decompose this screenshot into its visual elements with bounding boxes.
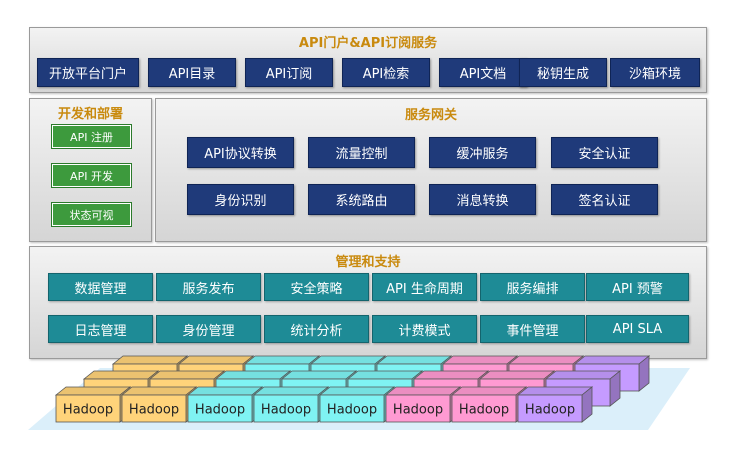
security-auth-button[interactable]: 安全认证 [551, 137, 658, 168]
message-convert-button[interactable]: 消息转换 [429, 184, 536, 215]
hadoop-node: Hadoop [120, 386, 198, 423]
signature-auth-button[interactable]: 签名认证 [551, 184, 658, 215]
hadoop-node-top [544, 370, 622, 380]
hadoop-node-label: Hadoop [327, 403, 377, 418]
sandbox-button[interactable]: 沙箱环境 [610, 58, 700, 87]
hadoop-node-front [385, 394, 451, 423]
hadoop-node: Hadoop [384, 386, 462, 423]
hadoop-node: Hadoop [516, 386, 594, 423]
hadoop-rows: Hadoop Hadoop Hadoop Hadoop Hadoop Hadoop Hado… [54, 355, 651, 423]
service-orchestration-button[interactable]: 服务编排 [480, 273, 585, 301]
service-publish-button[interactable]: 服务发布 [156, 273, 261, 301]
management-title: 管理和支持 [335, 255, 401, 270]
hadoop-node-top [252, 386, 330, 396]
api-docs-button[interactable]: API文档 [439, 58, 527, 87]
log-management-button[interactable]: 日志管理 [48, 315, 153, 343]
hadoop-node-label: Hadoop [129, 403, 179, 418]
protocol-convert-button[interactable]: API协议转换 [187, 137, 294, 168]
api-portal-title: API门户&API订阅服务 [298, 36, 438, 51]
hadoop-node-label: Hadoop [459, 403, 509, 418]
api-subscribe-button[interactable]: API订阅 [245, 58, 333, 87]
identity-management-button[interactable]: 身份管理 [156, 315, 261, 343]
traffic-control-button[interactable]: 流量控制 [308, 137, 415, 168]
hadoop-node-top [478, 370, 556, 380]
hadoop-node-top [318, 386, 396, 396]
hadoop-node-top [346, 370, 424, 380]
hadoop-node: Hadoop [252, 386, 330, 423]
portal-button[interactable]: 开放平台门户 [37, 58, 139, 87]
hadoop-node-top [214, 370, 292, 380]
hadoop-node-front [517, 394, 583, 423]
hadoop-node-front [319, 394, 385, 423]
statistics-analysis-button[interactable]: 统计分析 [264, 315, 369, 343]
hadoop-node-top [120, 386, 198, 396]
api-alert-button[interactable]: API 预警 [586, 273, 689, 301]
hadoop-node: Hadoop [186, 386, 264, 423]
gateway-title: 服务网关 [404, 108, 457, 123]
hadoop-node-top [82, 370, 160, 380]
hadoop-node-front [55, 394, 121, 423]
security-policy-button[interactable]: 安全策略 [264, 273, 369, 301]
key-generate-button[interactable]: 秘钥生成 [519, 58, 607, 87]
hadoop-node-top [111, 355, 189, 365]
hadoop-node: Hadoop [450, 386, 528, 423]
data-management-button[interactable]: 数据管理 [48, 273, 153, 301]
hadoop-node-top [54, 386, 132, 396]
hadoop-node: Hadoop [318, 386, 396, 423]
hadoop-node-top [507, 355, 585, 365]
hadoop-node-front [121, 394, 187, 423]
identity-recognition-button[interactable]: 身份识别 [187, 184, 294, 215]
event-management-button[interactable]: 事件管理 [480, 315, 585, 343]
hadoop-node-top [384, 386, 462, 396]
hadoop-node-top [309, 355, 387, 365]
api-register-button[interactable]: API 注册 [51, 124, 132, 149]
hadoop-node-front [187, 394, 253, 423]
api-portal-panel: API门户&API订阅服务 开放平台门户 API目录 API订阅 API检索 A… [29, 27, 707, 93]
billing-mode-button[interactable]: 计费模式 [372, 315, 477, 343]
api-develop-button[interactable]: API 开发 [51, 163, 132, 188]
dev-deploy-title: 开发和部署 [57, 107, 123, 122]
management-panel: 管理和支持 数据管理 服务发布 安全策略 API 生命周期 服务编排 API 预… [29, 246, 707, 359]
system-routing-button[interactable]: 系统路由 [308, 184, 415, 215]
api-catalog-button[interactable]: API目录 [148, 58, 236, 87]
hadoop-node-top [450, 386, 528, 396]
hadoop-node-top [375, 355, 453, 365]
hadoop-node-label: Hadoop [261, 403, 311, 418]
hadoop-node-top [177, 355, 255, 365]
api-lifecycle-button[interactable]: API 生命周期 [372, 273, 477, 301]
hadoop-node-top [441, 355, 519, 365]
hadoop-node-top [148, 370, 226, 380]
hadoop-node: Hadoop [54, 386, 132, 423]
hadoop-node-label: Hadoop [63, 403, 113, 418]
hadoop-node-label: Hadoop [195, 403, 245, 418]
api-sla-button[interactable]: API SLA [586, 315, 689, 343]
hadoop-node-label: Hadoop [393, 403, 443, 418]
buffer-service-button[interactable]: 缓冲服务 [429, 137, 536, 168]
api-search-button[interactable]: API检索 [342, 58, 430, 87]
hadoop-node-front [451, 394, 517, 423]
hadoop-node-top [280, 370, 358, 380]
status-visual-button[interactable]: 状态可视 [51, 202, 132, 227]
hadoop-node-top [243, 355, 321, 365]
dev-deploy-panel: 开发和部署 API 注册 API 开发 状态可视 [29, 98, 152, 242]
hadoop-node-top [573, 355, 651, 365]
hadoop-node-label: Hadoop [525, 403, 575, 418]
hadoop-node-top [412, 370, 490, 380]
hadoop-node-front [253, 394, 319, 423]
gateway-panel: 服务网关 API协议转换 流量控制 缓冲服务 安全认证 身份识别 系统路由 消息… [155, 98, 707, 242]
hadoop-node-top [516, 386, 594, 396]
hadoop-node-top [186, 386, 264, 396]
